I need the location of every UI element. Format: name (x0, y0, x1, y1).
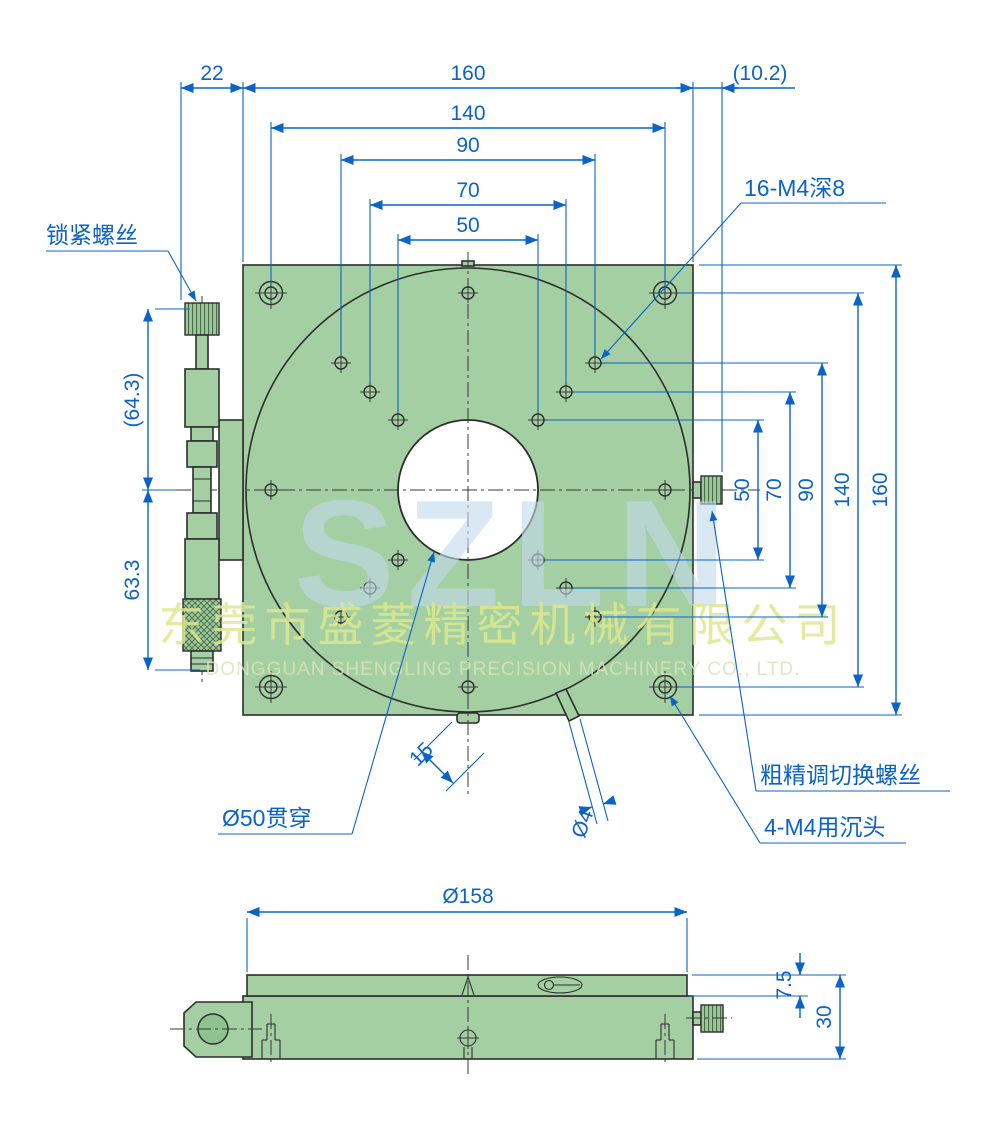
dim-64-3-left: (64.3) (121, 308, 190, 491)
m4-4-text: 4-M4用沉头 (764, 814, 885, 840)
locking-screw-stem (195, 334, 209, 370)
index-pin (554, 687, 581, 723)
dim-90-right-label: 90 (795, 478, 818, 501)
dim-90-top: 90 (340, 134, 596, 354)
micrometer-thimble (182, 598, 222, 652)
dim-63-3-left: 63.3 (121, 490, 200, 671)
side-center-notch (461, 975, 475, 996)
dim-50-right-label: 50 (731, 478, 754, 501)
spindle (192, 466, 212, 514)
dim-63-3-label: 63.3 (121, 560, 144, 601)
micrometer-neck (190, 426, 214, 442)
dim-70-top: 70 (369, 179, 567, 383)
dim-70-right: 70 (574, 391, 796, 589)
dim-d158-label: Ø158 (442, 885, 493, 908)
locking-screw-knob (184, 302, 220, 336)
m4-16-text: 16-M4深8 (744, 175, 845, 201)
side-micrometer-bracket (170, 1001, 262, 1058)
dim-30-label: 30 (813, 1005, 836, 1028)
micrometer-upper-body (184, 368, 220, 428)
label-16-m4: 16-M4深8 (600, 175, 886, 360)
dim-140-top-label: 140 (450, 102, 485, 125)
dim-10-2-label: (10.2) (733, 62, 788, 85)
dim-50-right: 50 (546, 419, 764, 561)
locking-screw-text: 锁紧螺丝 (46, 222, 138, 248)
switch-knob (692, 475, 723, 505)
side-counterbore-right (655, 1014, 675, 1066)
micrometer-lower-body (184, 538, 220, 600)
side-handle-slot (537, 976, 583, 994)
dim-90-right: 90 (603, 362, 828, 618)
dim-70-right-label: 70 (763, 478, 786, 501)
dim-140-top: 140 (270, 102, 666, 284)
micrometer-assembly (182, 296, 244, 684)
dim-64-3-label: (64.3) (121, 373, 144, 428)
side-center-screw (457, 1027, 479, 1059)
dim-22-top: 22 (180, 62, 243, 300)
dim-22-label: 22 (200, 62, 223, 85)
coarse-fine-text: 粗精调切换螺丝 (760, 762, 921, 788)
dim-140-right-label: 140 (831, 472, 854, 507)
dim-d4: Ø4 (567, 718, 617, 841)
watermark-logo: SZLN (294, 469, 739, 639)
dim-15: 15 (405, 721, 485, 792)
dim-160-right-label: 160 (869, 472, 892, 507)
clamp-bracket (218, 419, 244, 561)
dim-50-top-label: 50 (456, 214, 479, 237)
label-coarse-fine-switch: 粗精调切换螺丝 (709, 510, 950, 792)
dim-160-right: 160 (699, 264, 902, 716)
label-4-m4-csk: 4-M4用沉头 (669, 695, 906, 844)
watermark-company-cn: 东莞市盛菱精密机械有限公司 (159, 599, 848, 651)
side-table-top (246, 974, 688, 997)
dim-140-right: 140 (679, 292, 864, 688)
label-d50-through: Ø50贯穿 (218, 551, 436, 835)
dim-30: 30 (697, 975, 846, 1060)
label-locking-screw: 锁紧螺丝 (46, 222, 197, 302)
dim-70-top-label: 70 (456, 179, 479, 202)
d50-through-text: Ø50贯穿 (222, 805, 311, 831)
dim-50-top: 50 (397, 214, 539, 411)
side-view (170, 955, 732, 1078)
dim-7-5: 7.5 (690, 953, 846, 1018)
switch-knob-knurl (700, 475, 723, 505)
lower-jaw (186, 512, 218, 540)
dim-90-top-label: 90 (456, 134, 479, 157)
side-switch-knob (686, 1004, 732, 1033)
side-counterbore-left (261, 1014, 281, 1066)
upper-jaw (186, 440, 218, 468)
dim-10-2-top: (10.2) (676, 62, 795, 472)
micrometer-ratchet (190, 650, 214, 672)
watermark-company-en: DONGGUAN SHENGLING PRECISION MACHINERY C… (206, 659, 801, 680)
dim-160-top-label: 160 (450, 62, 485, 85)
dim-7-5-label: 7.5 (773, 970, 796, 999)
dim-d158: Ø158 (246, 885, 688, 972)
dim-160-top: 160 (242, 62, 694, 262)
dim-15-label: 15 (405, 738, 438, 771)
